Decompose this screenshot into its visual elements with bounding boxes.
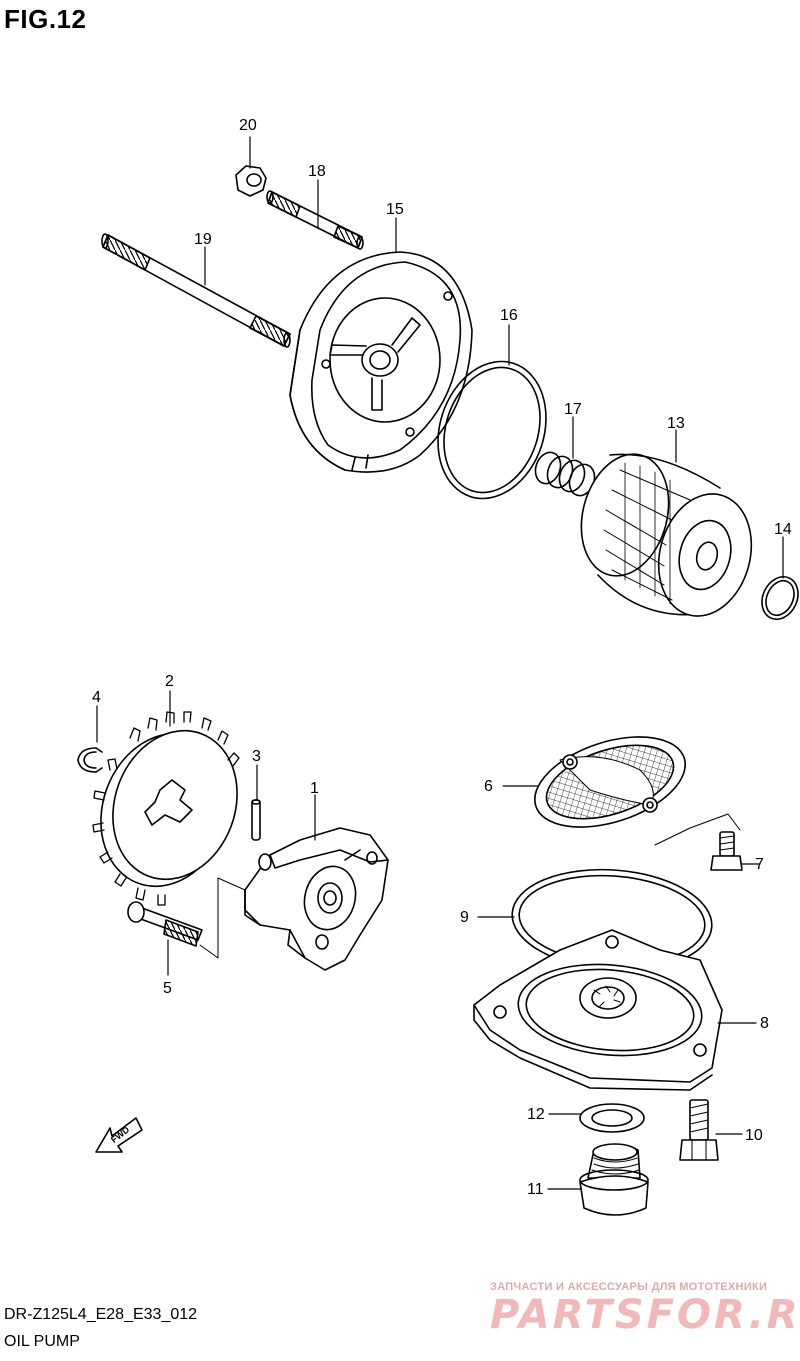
- callout-19: 19: [194, 231, 212, 248]
- callout-16: 16: [500, 307, 518, 324]
- callout-9: 9: [460, 909, 469, 926]
- callout-1: 1: [310, 780, 319, 797]
- part-20-nut: [235, 165, 267, 197]
- part-14-o-ring: [761, 576, 799, 620]
- callout-3: 3: [252, 748, 261, 765]
- callout-15: 15: [386, 201, 404, 218]
- watermark-logo: PARTSFOR.RU: [490, 1292, 800, 1338]
- fwd-direction-arrow-icon: [95, 1117, 143, 1153]
- callout-labels: 20 18 15 19 16 17 13 14 2 4 3 1 6 7 9 5 …: [92, 117, 792, 1198]
- callout-14: 14: [774, 521, 792, 538]
- diagram-code: DR-Z125L4_E28_E33_012: [4, 1306, 198, 1323]
- part-10-bolt: [679, 1099, 719, 1161]
- callout-7: 7: [755, 856, 764, 873]
- callout-18: 18: [308, 163, 326, 180]
- part-7-bolt: [710, 831, 743, 871]
- callout-6: 6: [484, 778, 493, 795]
- part-18-stud-bolt: [266, 190, 364, 250]
- part-19-long-stud-bolt: [101, 233, 291, 348]
- diagram-name: OIL PUMP: [4, 1333, 80, 1350]
- part-16-o-ring: [437, 360, 547, 500]
- callout-2: 2: [165, 673, 174, 690]
- part-5-bolt: [127, 901, 203, 947]
- part-11-drain-plug: [579, 1143, 649, 1216]
- part-3-pin: [251, 799, 261, 841]
- watermark-tagline: ЗАПЧАСТИ И АКСЕССУАРЫ ДЛЯ МОТОТЕХНИКИ: [490, 1281, 768, 1293]
- part-4-circlip: [77, 747, 103, 773]
- part-6-oil-strainer: [533, 736, 687, 828]
- callout-8: 8: [760, 1015, 769, 1032]
- callout-12: 12: [527, 1106, 545, 1123]
- callout-13: 13: [667, 415, 685, 432]
- part-1-oil-pump: [244, 827, 389, 971]
- part-2-oil-pump-gear: [92, 711, 240, 906]
- callout-5: 5: [163, 980, 172, 997]
- figure-title: FIG.12: [4, 4, 87, 34]
- part-13-oil-filter: [580, 453, 753, 617]
- part-15-oil-filter-cap: [289, 251, 473, 473]
- callout-17: 17: [564, 401, 582, 418]
- part-12-gasket: [579, 1103, 645, 1133]
- callout-10: 10: [745, 1127, 763, 1144]
- callout-4: 4: [92, 689, 101, 706]
- leader-lines: [96, 136, 784, 1190]
- callout-20: 20: [239, 117, 257, 134]
- callout-11: 11: [527, 1181, 544, 1198]
- part-8-strainer-cap: [473, 929, 723, 1091]
